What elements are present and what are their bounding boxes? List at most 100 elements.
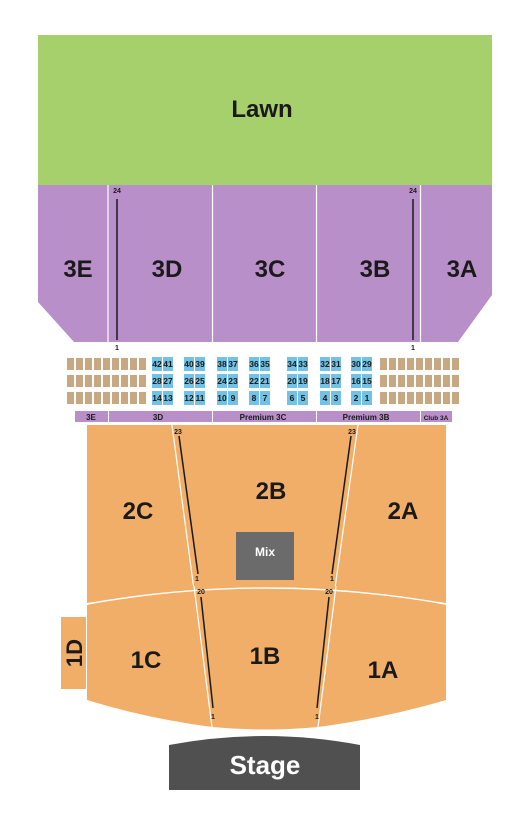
small-box-seat[interactable]: [76, 392, 83, 404]
box-seat[interactable]: [184, 374, 194, 388]
small-box-seat[interactable]: [407, 358, 414, 370]
box-seat[interactable]: [152, 391, 162, 405]
box-seat[interactable]: [195, 374, 205, 388]
box-seat[interactable]: [228, 391, 238, 405]
lawn-area[interactable]: [38, 35, 492, 185]
small-box-seat[interactable]: [416, 375, 423, 387]
small-box-seat[interactable]: [85, 375, 92, 387]
small-box-seat[interactable]: [94, 358, 101, 370]
section-1d[interactable]: [61, 617, 86, 689]
small-box-seat[interactable]: [121, 375, 128, 387]
strip-club-3a[interactable]: [421, 411, 452, 422]
box-seat[interactable]: [331, 357, 341, 371]
box-seat[interactable]: [249, 391, 259, 405]
small-box-seat[interactable]: [407, 392, 414, 404]
section-1a[interactable]: [318, 586, 446, 727]
small-box-seat[interactable]: [121, 392, 128, 404]
section-2a[interactable]: [335, 425, 446, 603]
small-box-seat[interactable]: [103, 358, 110, 370]
small-box-seat[interactable]: [130, 358, 137, 370]
box-seat[interactable]: [351, 391, 361, 405]
small-box-seat[interactable]: [416, 358, 423, 370]
small-box-seat[interactable]: [407, 375, 414, 387]
small-box-seat[interactable]: [121, 358, 128, 370]
section-3a[interactable]: [421, 185, 492, 342]
small-box-seat[interactable]: [380, 358, 387, 370]
small-box-seat[interactable]: [425, 375, 432, 387]
box-seat[interactable]: [249, 357, 259, 371]
box-seat[interactable]: [362, 357, 372, 371]
small-box-seat[interactable]: [434, 375, 441, 387]
box-seat[interactable]: [152, 357, 162, 371]
small-box-seat[interactable]: [416, 392, 423, 404]
small-box-seat[interactable]: [139, 358, 146, 370]
small-box-seat[interactable]: [380, 392, 387, 404]
box-seat[interactable]: [195, 357, 205, 371]
box-seat[interactable]: [184, 391, 194, 405]
small-box-seat[interactable]: [112, 358, 119, 370]
small-box-seat[interactable]: [452, 375, 459, 387]
box-seat[interactable]: [217, 357, 227, 371]
box-seat[interactable]: [217, 391, 227, 405]
strip-3d[interactable]: [109, 411, 212, 422]
section-3d[interactable]: [108, 185, 212, 342]
box-seat[interactable]: [362, 391, 372, 405]
box-seat[interactable]: [331, 374, 341, 388]
small-box-seat[interactable]: [380, 375, 387, 387]
box-seat[interactable]: [163, 357, 173, 371]
small-box-seat[interactable]: [67, 358, 74, 370]
box-seat[interactable]: [260, 374, 270, 388]
small-box-seat[interactable]: [452, 358, 459, 370]
small-box-seat[interactable]: [94, 375, 101, 387]
small-box-seat[interactable]: [139, 375, 146, 387]
section-3b[interactable]: [317, 185, 420, 342]
small-box-seat[interactable]: [398, 358, 405, 370]
box-seat[interactable]: [287, 391, 297, 405]
small-box-seat[interactable]: [452, 392, 459, 404]
box-seat[interactable]: [228, 374, 238, 388]
small-box-seat[interactable]: [67, 375, 74, 387]
section-1b[interactable]: [194, 583, 336, 730]
section-2c[interactable]: [87, 425, 194, 603]
box-seat[interactable]: [362, 374, 372, 388]
strip-3e[interactable]: [75, 411, 108, 422]
box-seat[interactable]: [260, 357, 270, 371]
section-2b[interactable]: [172, 425, 358, 590]
small-box-seat[interactable]: [85, 392, 92, 404]
small-box-seat[interactable]: [94, 392, 101, 404]
box-seat[interactable]: [152, 374, 162, 388]
small-box-seat[interactable]: [389, 375, 396, 387]
small-box-seat[interactable]: [443, 358, 450, 370]
box-seat[interactable]: [195, 391, 205, 405]
small-box-seat[interactable]: [67, 392, 74, 404]
small-box-seat[interactable]: [443, 375, 450, 387]
small-box-seat[interactable]: [130, 392, 137, 404]
small-box-seat[interactable]: [398, 375, 405, 387]
small-box-seat[interactable]: [130, 375, 137, 387]
small-box-seat[interactable]: [112, 392, 119, 404]
small-box-seat[interactable]: [76, 358, 83, 370]
small-box-seat[interactable]: [139, 392, 146, 404]
box-seat[interactable]: [184, 357, 194, 371]
box-seat[interactable]: [298, 374, 308, 388]
box-seat[interactable]: [287, 357, 297, 371]
box-seat[interactable]: [298, 391, 308, 405]
box-seat[interactable]: [249, 374, 259, 388]
box-seat[interactable]: [320, 357, 330, 371]
small-box-seat[interactable]: [76, 375, 83, 387]
box-seat[interactable]: [320, 391, 330, 405]
small-box-seat[interactable]: [112, 375, 119, 387]
small-box-seat[interactable]: [103, 375, 110, 387]
box-seat[interactable]: [351, 374, 361, 388]
box-seat[interactable]: [163, 374, 173, 388]
box-seat[interactable]: [228, 357, 238, 371]
section-1c[interactable]: [87, 586, 212, 727]
box-seat[interactable]: [287, 374, 297, 388]
small-box-seat[interactable]: [443, 392, 450, 404]
small-box-seat[interactable]: [389, 392, 396, 404]
box-seat[interactable]: [260, 391, 270, 405]
small-box-seat[interactable]: [103, 392, 110, 404]
lawn-section[interactable]: Lawn: [38, 35, 492, 185]
box-seat[interactable]: [320, 374, 330, 388]
small-box-seat[interactable]: [425, 392, 432, 404]
